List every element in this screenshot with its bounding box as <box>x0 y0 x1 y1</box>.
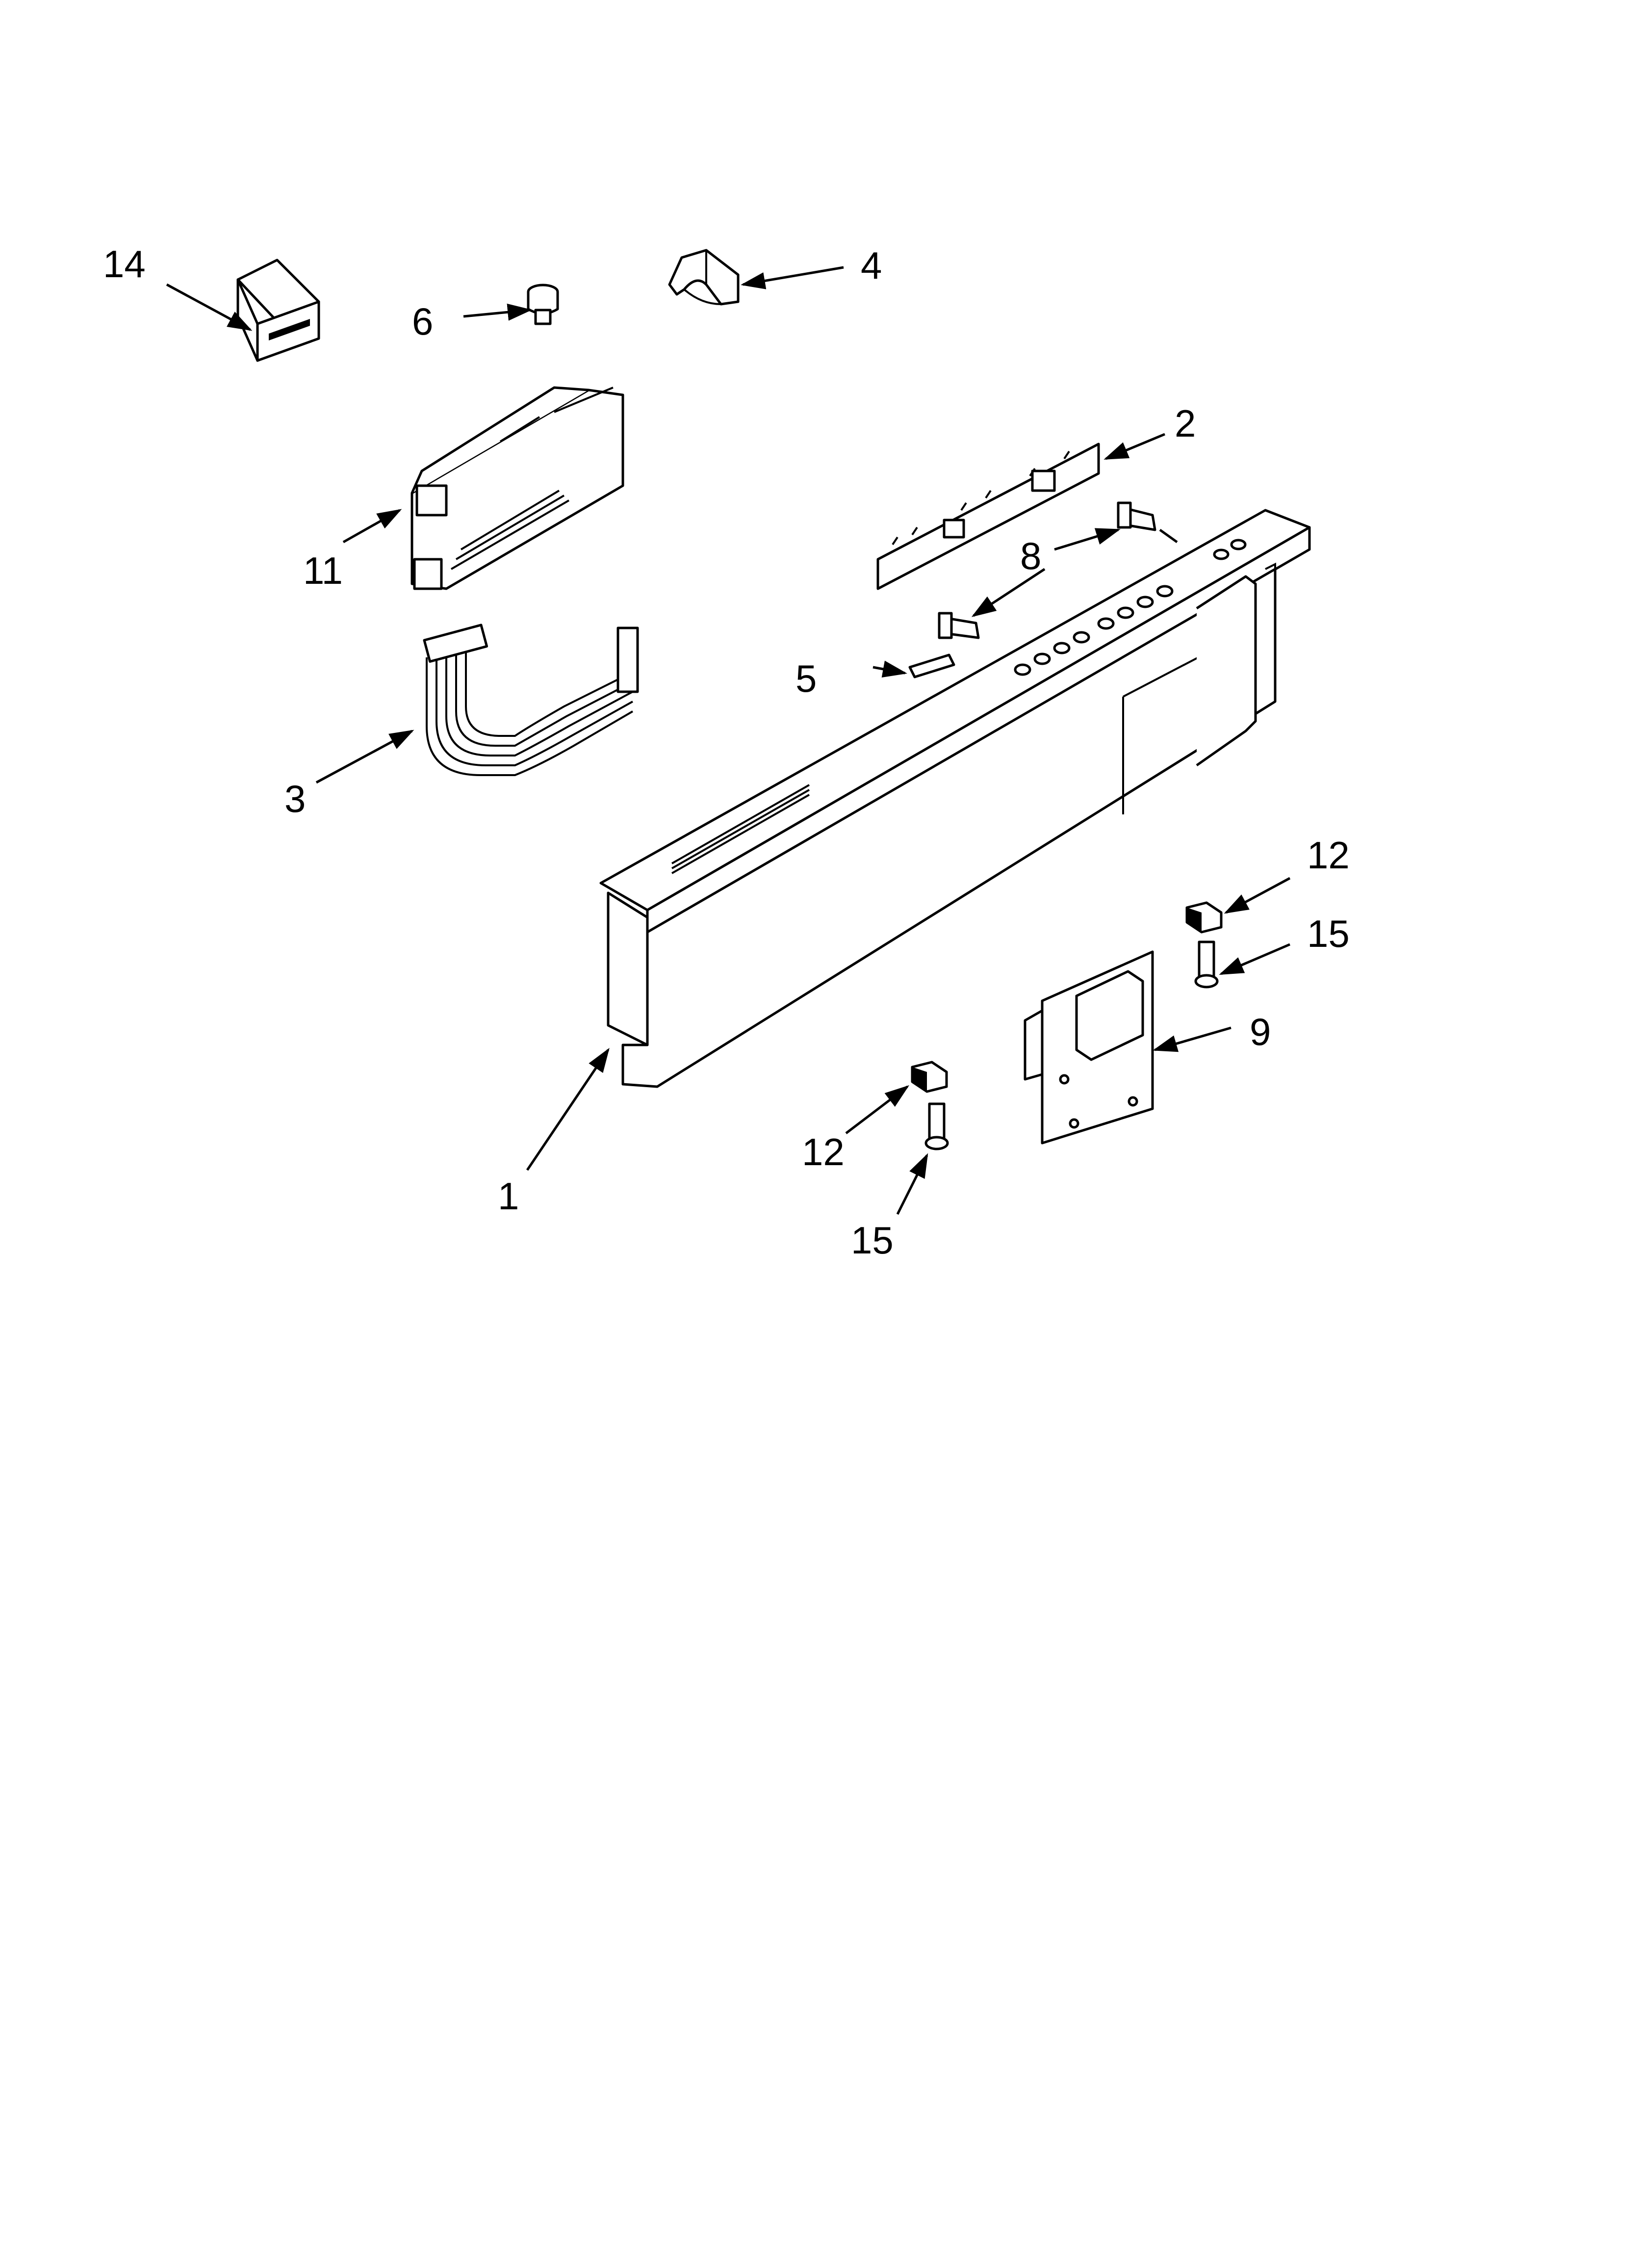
part-11-control-board <box>410 386 624 590</box>
callout-3: 3 <box>284 777 306 820</box>
part-15-screw-lower <box>924 1102 949 1150</box>
part-12-connector-lower <box>911 1061 948 1093</box>
part-4-clip <box>668 249 740 306</box>
part-14-box <box>236 259 320 362</box>
callout-4: 4 <box>861 244 882 287</box>
callout-6: 6 <box>412 300 433 343</box>
callout-11: 11 <box>303 549 343 592</box>
callout-12-upper: 12 <box>1307 834 1350 877</box>
part-1-console-panel <box>599 509 1311 1088</box>
part-3-wire-harness <box>423 624 639 776</box>
part-15-screw-upper <box>1194 940 1219 989</box>
part-5-badge <box>908 653 955 678</box>
callout-5: 5 <box>795 657 817 700</box>
callout-labels: 14 6 4 2 11 8 5 3 12 15 9 12 1 15 <box>103 242 1350 1262</box>
control-buttons <box>1014 539 1247 676</box>
leader-lines <box>166 266 1291 1215</box>
vent-grille <box>671 784 810 874</box>
callout-14: 14 <box>103 242 146 286</box>
callout-15-lower: 15 <box>851 1219 894 1262</box>
part-9-bracket <box>1024 950 1154 1145</box>
part-8-screw-top <box>1117 501 1156 531</box>
callout-1: 1 <box>498 1174 519 1218</box>
part-6-knob <box>527 284 559 325</box>
callout-2: 2 <box>1175 402 1196 445</box>
part-12-connector-upper <box>1185 901 1223 934</box>
part-2-button-board <box>876 443 1100 590</box>
part-8-screw-left <box>938 612 980 639</box>
callout-15-upper: 15 <box>1307 912 1350 955</box>
callout-12-lower: 12 <box>802 1130 845 1173</box>
callout-8: 8 <box>1020 534 1041 577</box>
callout-9: 9 <box>1250 1010 1271 1053</box>
